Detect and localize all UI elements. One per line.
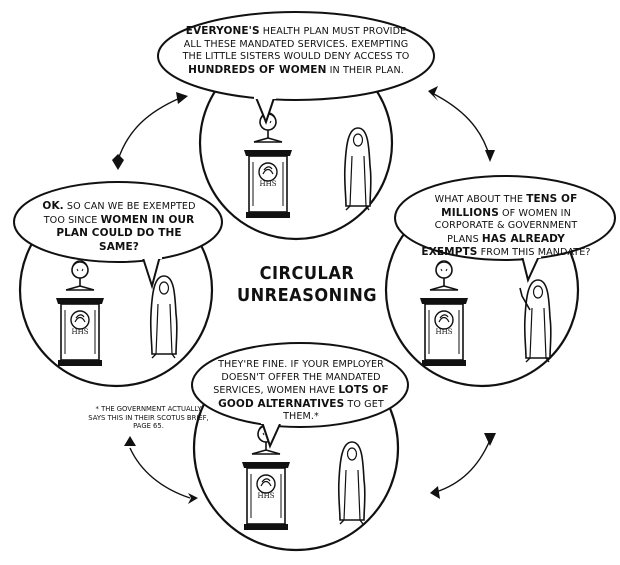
speech-bubble-right bbox=[394, 175, 616, 261]
speech-top-segment: EVERYONE'S bbox=[185, 25, 260, 37]
arrow-bottom-left bbox=[129, 447, 191, 499]
speech-right-segment: OF WOMEN IN CORPORATE & GOVERNMENT PLANS bbox=[434, 207, 578, 245]
arrowhead-bottom-left-tail bbox=[188, 493, 198, 504]
arrow-bottom-right bbox=[435, 439, 491, 493]
speech-bubble-left-tail bbox=[142, 255, 161, 290]
speech-right-segment: WHAT ABOUT THE bbox=[434, 194, 527, 205]
speech-bubble-right-tail bbox=[521, 253, 541, 283]
speech-right-segment: HAS ALREADY EXEMPTS bbox=[421, 232, 565, 259]
speech-bubble-top bbox=[157, 11, 435, 101]
arrowhead-bottom-left-head bbox=[124, 436, 136, 446]
title-line2: UNREASONING bbox=[236, 285, 378, 306]
speech-text-left: OK. SO CAN WE BE EXEMPTED TOO SINCE WOME… bbox=[38, 200, 200, 254]
nun-right bbox=[519, 279, 552, 363]
speech-bottom-segment: LOTS OF GOOD ALTERNATIVES bbox=[218, 384, 389, 410]
arrow-top-right bbox=[429, 91, 491, 159]
speech-left-segment: OK. bbox=[42, 200, 64, 212]
arrow-top-left bbox=[117, 97, 181, 161]
speech-bubble-bottom-tail bbox=[261, 421, 281, 449]
speech-text-bottom: THEY'RE FINE. IF YOUR EMPLOYER DOESN'T O… bbox=[212, 359, 390, 424]
footnote: * THE GOVERNMENT ACTUALLY SAYS THIS IN T… bbox=[88, 405, 209, 430]
arrowhead-top-right-tail bbox=[428, 86, 438, 101]
nun-bottom bbox=[337, 441, 366, 525]
speech-bottom-segment: TO GET THEM.* bbox=[283, 398, 384, 423]
speech-left-segment: SO CAN WE BE EXEMPTED TOO SINCE bbox=[43, 201, 196, 226]
speech-bottom-segment: THEY'RE FINE. IF YOUR EMPLOYER DOESN'T O… bbox=[213, 359, 384, 396]
title: CIRCULAR UNREASONING bbox=[232, 263, 382, 307]
nun-top bbox=[343, 127, 372, 211]
title-line1: CIRCULAR bbox=[259, 263, 355, 284]
speech-top-segment: HUNDREDS OF WOMEN bbox=[188, 63, 327, 76]
podium-label-top: HHS bbox=[259, 180, 276, 188]
speech-text-right: WHAT ABOUT THE TENS OF MILLIONS OF WOMEN… bbox=[418, 193, 594, 260]
cycle-arrows bbox=[117, 91, 491, 499]
speech-right-segment: TENS OF MILLIONS bbox=[441, 193, 578, 219]
speech-bubble-top-tail bbox=[254, 94, 275, 125]
speech-top-segment: IN THEIR PLAN. bbox=[326, 64, 404, 76]
arrowheads bbox=[112, 86, 496, 504]
podium-label-bottom: HHS bbox=[257, 492, 274, 500]
panel-top bbox=[157, 11, 435, 241]
arrowhead-top-right-head bbox=[485, 150, 495, 162]
nun-left bbox=[149, 275, 178, 359]
podium-label-left: HHS bbox=[71, 328, 88, 336]
speech-bubble-left bbox=[13, 181, 223, 263]
panel-right bbox=[384, 175, 616, 388]
arrowhead-top-left-tail bbox=[112, 154, 124, 170]
speech-right-segment: FROM THIS MANDATE? bbox=[477, 247, 591, 258]
speech-left-segment: WOMEN IN OUR PLAN COULD DO THE SAME? bbox=[56, 213, 195, 253]
panel-bottom bbox=[191, 342, 409, 552]
arrowhead-bottom-right-head bbox=[430, 486, 440, 499]
panel-left bbox=[13, 181, 223, 388]
speech-top-segment: HEALTH PLAN MUST PROVIDE ALL THESE MANDA… bbox=[182, 26, 410, 62]
speech-bubble-bottom bbox=[191, 342, 409, 428]
arrowhead-top-left-head bbox=[176, 92, 188, 104]
speech-text-top: EVERYONE'S HEALTH PLAN MUST PROVIDE ALL … bbox=[182, 25, 410, 77]
arrowhead-bottom-right-tail bbox=[484, 433, 496, 446]
podium-label-right: HHS bbox=[435, 328, 452, 336]
